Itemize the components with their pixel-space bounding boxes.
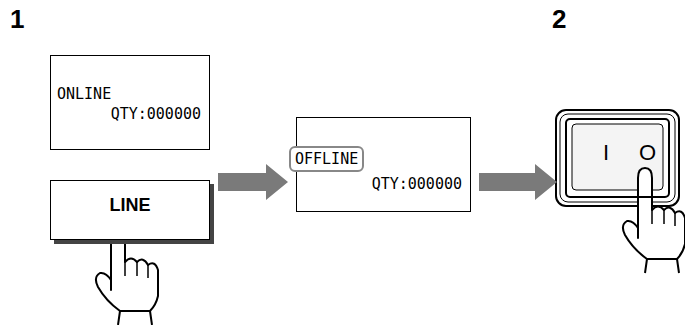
display-text: QTY:000000 — [111, 104, 201, 124]
display-text: OFFLINE — [295, 149, 358, 169]
step-number: 2 — [552, 4, 566, 35]
switch-mark: O — [639, 140, 656, 166]
lcd-display: OFFLINE QTY:000000 — [296, 117, 471, 212]
flow-arrow — [479, 164, 557, 200]
step-number: 1 — [10, 4, 24, 35]
switch-mark: I — [603, 140, 609, 166]
flow-arrow — [218, 164, 288, 200]
display-text: QTY:000000 — [372, 174, 462, 194]
button-label: LINE — [109, 195, 150, 216]
lcd-display: ONLINEQTY:000000 — [50, 55, 210, 150]
line-button: LINE — [50, 180, 210, 240]
power-switch: IO — [565, 118, 670, 198]
status-highlight: OFFLINE — [289, 146, 364, 172]
display-text: ONLINE — [57, 84, 201, 104]
